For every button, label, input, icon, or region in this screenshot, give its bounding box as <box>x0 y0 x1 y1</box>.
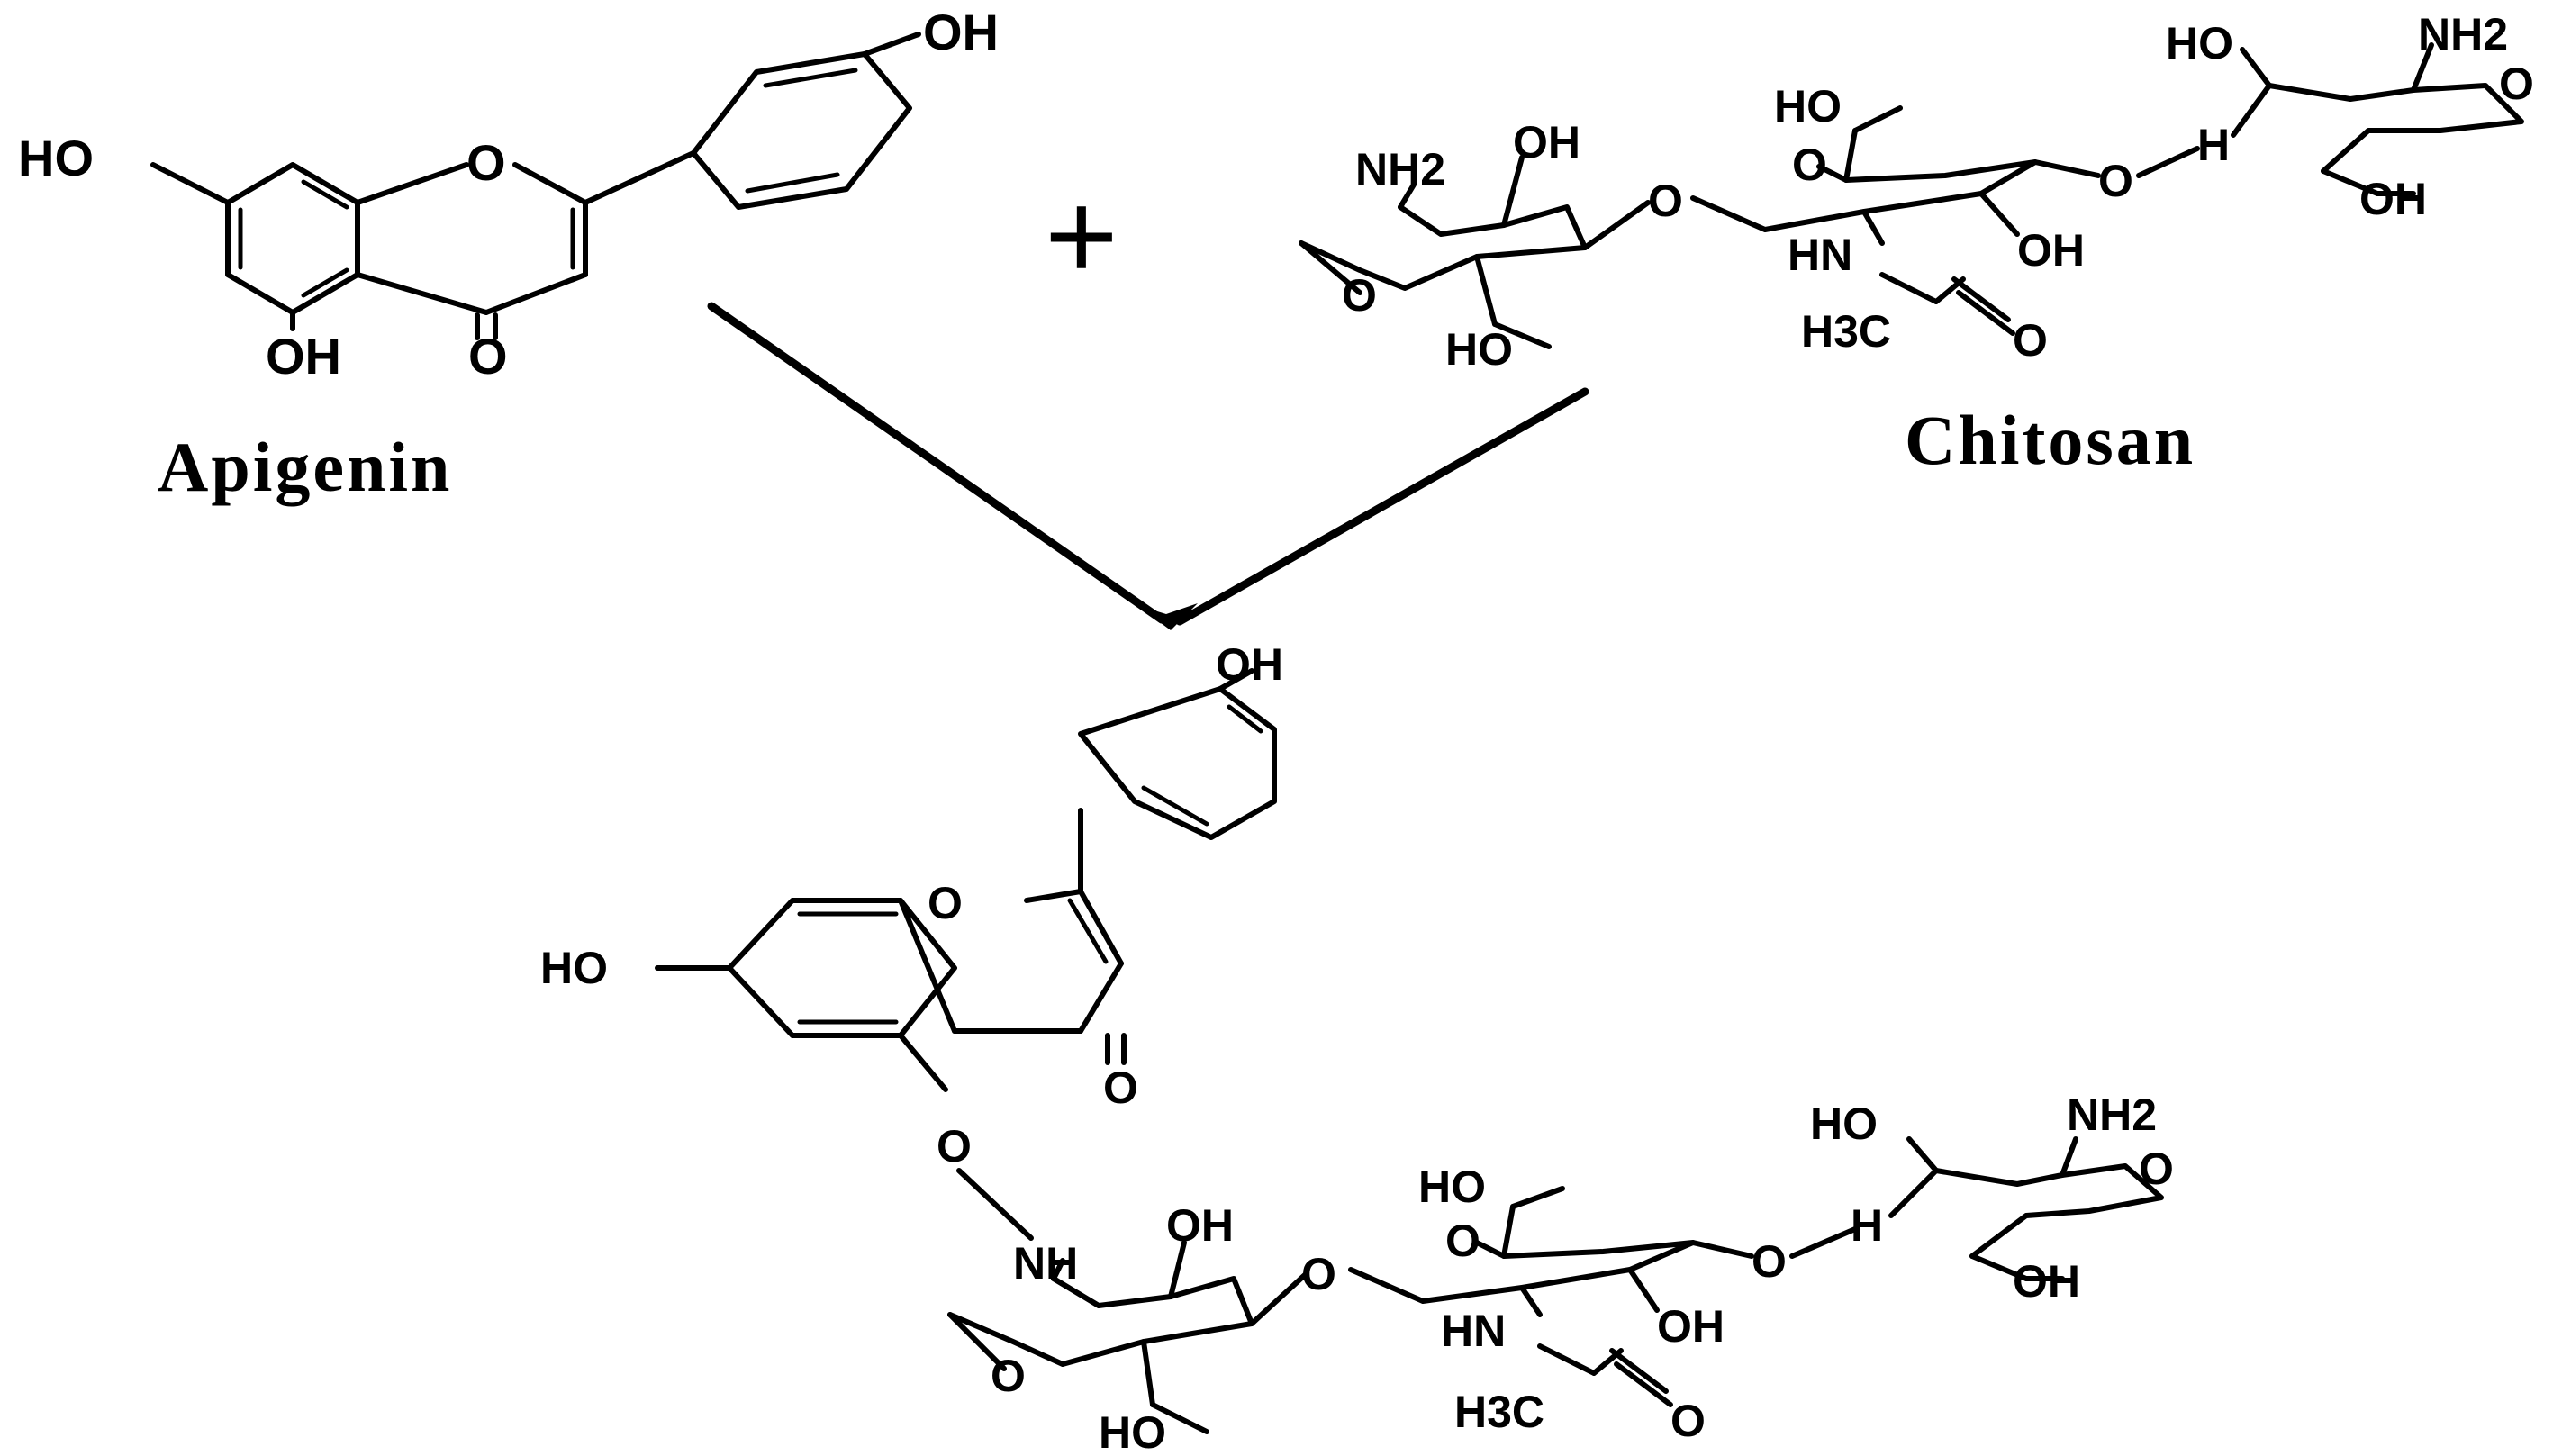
product-oh-right: OH <box>2013 1256 2080 1307</box>
chitosan-oh-right: OH <box>2359 174 2427 224</box>
apigenin-oh-5: OH <box>266 328 341 384</box>
product-nh: NH <box>1013 1238 1078 1289</box>
chitosan-glycosidic-o-left: O <box>1648 176 1683 226</box>
product-oh-left: OH <box>1166 1200 1234 1251</box>
product-ring-o-right: O <box>2139 1144 2174 1194</box>
product-ring-o-middle: O <box>1445 1216 1480 1266</box>
chitosan-nh2-top: NH2 <box>2418 9 2508 59</box>
plus-sign: + <box>1045 165 1118 306</box>
product-linker-o: O <box>937 1121 972 1171</box>
chitosan-ring-o-left: O <box>1342 270 1377 321</box>
apigenin-structure <box>150 32 921 340</box>
chitosan-ho-middle: HO <box>1774 81 1842 131</box>
product-ho-middle: HO <box>1418 1162 1486 1212</box>
product-h3c: H3C <box>1454 1387 1544 1437</box>
chitosan-h: H <box>2197 120 2230 170</box>
product-ring-o-left: O <box>991 1351 1026 1401</box>
product-oh-4prime: OH <box>1216 639 1283 690</box>
chitosan-ring-o-middle: O <box>1792 140 1827 190</box>
apigenin-oh-4prime: OH <box>923 4 999 60</box>
product-ho-top: HO <box>1810 1099 1878 1149</box>
product-structure <box>655 668 2164 1434</box>
product-carbonyl-o-acetyl: O <box>1670 1396 1706 1446</box>
reaction-arrows <box>707 302 1589 630</box>
chitosan-hn: HN <box>1788 230 1852 280</box>
chitosan-nh2-left: NH2 <box>1355 144 1445 194</box>
product-glycosidic-o-right: O <box>1752 1236 1787 1287</box>
chitosan-glycosidic-o-right: O <box>2098 156 2133 206</box>
product-glycosidic-o-left: O <box>1301 1249 1336 1299</box>
product-nh2-top: NH2 <box>2067 1090 2157 1140</box>
chitosan-ho-bottom: HO <box>1445 324 1513 375</box>
chitosan-label: Chitosan <box>1905 401 2195 479</box>
chitosan-carbonyl-o: O <box>2013 315 2048 366</box>
product-hn: HN <box>1441 1306 1506 1356</box>
chitosan-ring-o-right: O <box>2499 59 2534 109</box>
apigenin-ho-7: HO <box>18 130 94 186</box>
chitosan-h3c: H3C <box>1801 306 1891 357</box>
product-ring-o: O <box>928 878 963 928</box>
apigenin-carbonyl-o: O <box>468 328 508 384</box>
product-oh-middle: OH <box>1657 1301 1725 1352</box>
product-h: H <box>1851 1200 1883 1251</box>
product-ho-7: HO <box>540 943 608 993</box>
chitosan-oh-middle: OH <box>2017 225 2085 276</box>
chitosan-ho-top: HO <box>2166 18 2233 68</box>
product-ho-bottom: HO <box>1099 1407 1166 1456</box>
apigenin-label: Apigenin <box>158 428 452 506</box>
chitosan-structure <box>1299 42 2524 349</box>
chitosan-oh-left: OH <box>1513 117 1580 167</box>
apigenin-ring-o: O <box>466 134 506 191</box>
product-carbonyl-o: O <box>1103 1063 1138 1113</box>
